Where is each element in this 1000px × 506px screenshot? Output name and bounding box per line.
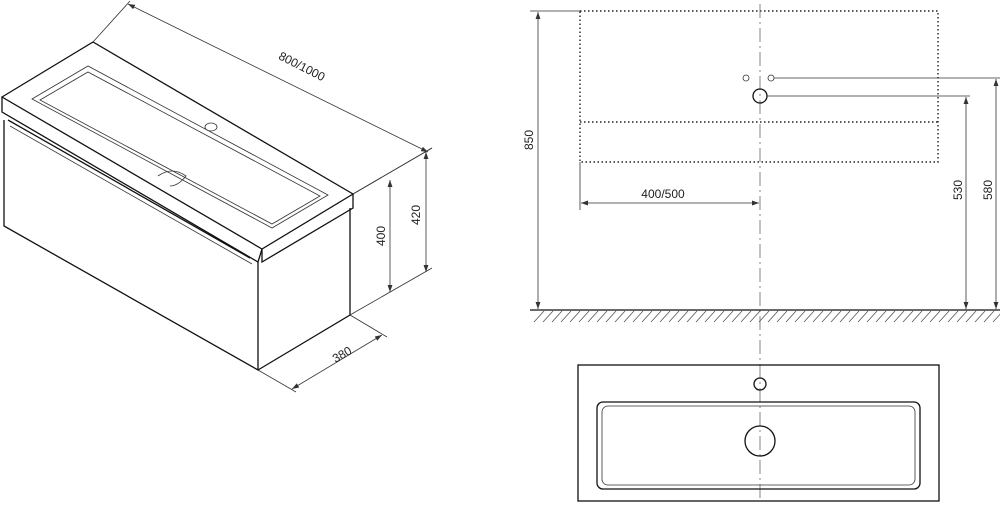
basin-bowl-top-view [596,401,921,490]
floor-hatch-stroke [587,310,599,323]
floor-hatch-stroke [884,310,896,323]
floor-hatch-stroke [875,310,887,323]
floor-hatch-stroke [659,310,671,323]
depth-dimension-line [291,334,383,390]
floor-hatch-stroke [677,310,689,323]
floor-hatch-stroke [578,310,590,323]
basin-bowl-inner [39,71,321,225]
floor-hatch-stroke [632,310,644,323]
floor-hatch-stroke [911,310,923,323]
floor-hatch-stroke [992,313,1000,323]
floor-hatch-stroke [965,310,977,323]
floor-hatch-stroke [668,310,680,323]
top-view [577,364,940,502]
floor-hatch-stroke [749,310,761,323]
cabinet-front [3,120,259,372]
isometric-view: 800/1000 420 400 380 [0,0,433,393]
cab-height-ext-top [352,147,433,195]
floor-hatch-stroke [956,310,968,323]
floor-hatch-stroke [596,310,608,323]
front-elevation: 850 400/500 580 530 [522,4,1000,500]
floor-hatch-stroke [731,310,743,323]
floor-hatch-stroke [533,310,545,323]
floor-hatch-stroke [740,310,752,323]
floor-hatch-stroke [920,310,932,323]
offset-label: 400/500 [641,187,685,201]
floor-hatch-stroke [974,310,986,323]
floor-hatch-stroke [893,310,905,323]
floor-hatch-stroke [722,310,734,323]
floor-hatch-stroke [785,310,797,323]
floor-hatch-stroke [848,310,860,323]
basin-rim-front [1,97,263,263]
depth-label: 380 [330,343,355,365]
floor-hatch-stroke [569,310,581,323]
floor-hatch [533,310,1000,323]
floor-hatch-stroke [623,310,635,323]
floor-hatch-stroke [713,310,725,323]
floor-hatch-stroke [821,310,833,323]
floor-hatch-stroke [695,310,707,323]
drawer-handle [7,119,251,259]
tap-height-label: 580 [981,180,995,200]
floor-hatch-stroke [605,310,617,323]
drain-hole [157,170,187,187]
width-dimension-line [127,3,429,153]
tap-hole [204,122,218,132]
drawer-height-label: 400 [374,226,388,246]
mount-height-label: 850 [522,130,536,150]
floor-hatch-stroke [938,310,950,323]
floor-hatch-stroke [947,310,959,323]
basin-rim-side [261,194,354,264]
drain-top-view [744,425,776,457]
floor-hatch-stroke [614,310,626,323]
tap-point-right [767,74,775,82]
cabinet-side [257,208,351,371]
floor-hatch-stroke [857,310,869,323]
cabinet-height-label: 420 [409,205,423,225]
floor-hatch-stroke [641,310,653,323]
floor-hatch-stroke [650,310,662,323]
width-ext-1 [92,0,131,43]
basin-bowl-outline [31,65,329,229]
floor-hatch-stroke [704,310,716,323]
floor-hatch-stroke [794,310,806,323]
floor-hatch-stroke [803,310,815,323]
floor-hatch-stroke [929,310,941,323]
tap-point-left [742,74,750,82]
floor-hatch-stroke [812,310,824,323]
cabinet-outline-dotted [579,10,939,163]
basin-top-view-outline [577,364,940,502]
floor-hatch-stroke [758,310,770,323]
depth-ext-2 [349,314,388,338]
drawer-handle-shadow [9,125,253,265]
floor-hatch-stroke [830,310,842,323]
floor-hatch-stroke [542,310,554,323]
tap-hole-top-view [753,377,767,391]
depth-ext-1 [257,369,297,393]
drain-height-label: 530 [951,180,965,200]
width-label: 800/1000 [276,49,327,84]
floor-hatch-stroke [686,310,698,323]
floor-hatch-stroke [560,310,572,323]
floor-hatch-stroke [902,310,914,323]
floor-hatch-stroke [776,310,788,323]
basin-bowl-inner-top-view [601,405,916,486]
floor-hatch-stroke [983,310,995,323]
cab-height-ext-bottom [349,267,433,316]
floor-hatch-stroke [839,310,851,323]
floor-hatch-stroke [866,310,878,323]
floor-hatch-stroke [767,310,779,323]
floor-hatch-stroke [551,310,563,323]
